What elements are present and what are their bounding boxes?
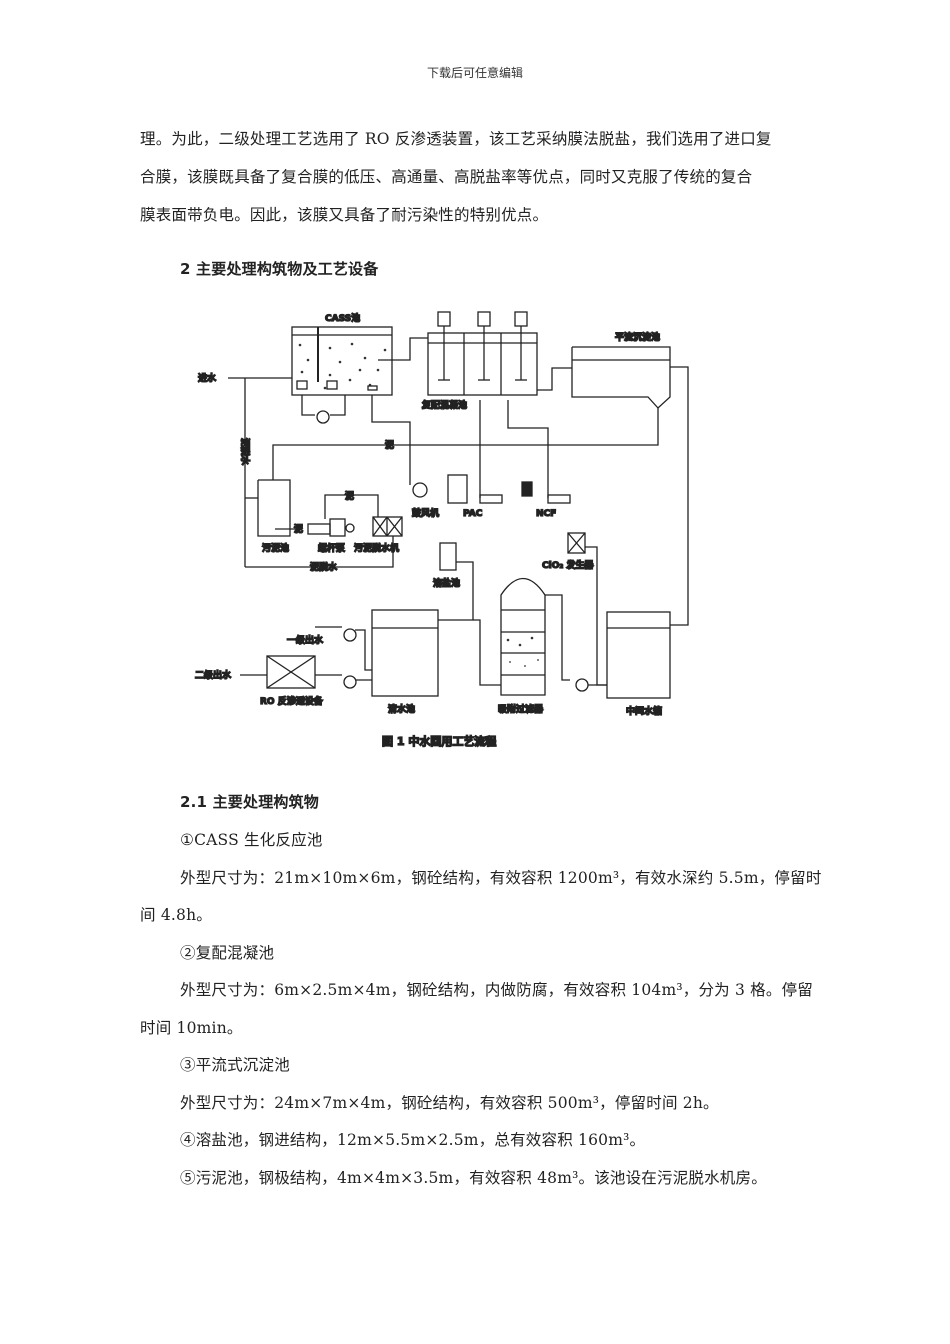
label-out1: 一级出水 [287, 634, 324, 646]
ncf-unit [521, 481, 533, 497]
label-sludge-2: 泥 [294, 523, 303, 535]
screw-pump [307, 523, 331, 535]
label-coagulation: 复配混凝池 [421, 399, 467, 411]
label-mid-tank: 中间水箱 [626, 705, 662, 717]
label-sludge: 泥 [385, 439, 394, 451]
page-header: 下载后可任意编辑 [426, 66, 523, 80]
label-ro: RO 反渗透设备 [260, 695, 324, 707]
label-out2: 二级出水 [195, 669, 232, 681]
label-dewater-machine: 污泥脱水机 [354, 542, 399, 554]
subsection-heading: 2.1 主要处理构筑物 [180, 793, 319, 811]
sedimentation-tank [571, 346, 671, 409]
process-flow-diagram: CASS池 进水 泥脱水 复配混凝池 平流沉淀池 泥 污泥池 泥 泥 螺杆泵 污… [194, 311, 689, 749]
salt-tank [439, 542, 457, 571]
item-text: 外型尺寸为：6m×2.5m×4m，钢砼结构，内做防腐，有效容积 104m³，分为… [180, 981, 813, 999]
label-salt-tank: 溶盐池 [433, 577, 460, 589]
ro-unit [266, 655, 316, 689]
item-title: ③平流式沉淀池 [180, 1056, 290, 1074]
label-dewater-water-v: 泥脱水 [239, 438, 251, 466]
item-text: 外型尺寸为：24m×7m×4m，钢砼结构，有效容积 500m³，停留时间 2h。 [180, 1094, 719, 1112]
label-sedimentation: 平流沉淀池 [615, 331, 660, 343]
label-ncf: NCF [536, 509, 556, 519]
label-pac: PAC [463, 509, 483, 519]
item-title: ②复配混凝池 [180, 944, 275, 962]
sludge-tank [257, 479, 291, 537]
blower [412, 482, 428, 498]
cass-tank [291, 326, 393, 396]
section-heading: 2 主要处理构筑物及工艺设备 [180, 260, 379, 278]
pac-tank [447, 474, 468, 504]
coagulation-tank [427, 332, 538, 396]
label-filter: 吸附过滤器 [498, 703, 544, 715]
figure-caption: 图 1 中水回用工艺流程 [382, 734, 496, 748]
label-cass: CASS池 [325, 312, 360, 324]
adsorption-filter [500, 578, 546, 696]
label-sludge-3: 泥 [345, 490, 354, 502]
intro-line: 合膜，该膜既具备了复合膜的低压、高通量、高脱盐率等优点，同时又克服了传统的复合 [140, 168, 753, 186]
intermediate-tank [606, 611, 671, 699]
label-blower: 鼓风机 [412, 507, 439, 519]
label-dewater-water-h: 泥脱水 [310, 561, 338, 573]
intro-line: 理。为此，二级处理工艺选用了 RO 反渗透装置，该工艺采纳膜法脱盐，我们选用了进… [140, 130, 772, 148]
item-text: ⑤污泥池，钢极结构，4m×4m×3.5m，有效容积 48m³。该池设在污泥脱水机… [180, 1169, 767, 1187]
intro-line: 膜表面带负电。因此，该膜又具备了耐污染性的特别优点。 [140, 206, 549, 224]
item-text: 间 4.8h。 [140, 906, 212, 924]
cass-bubbles [298, 342, 387, 390]
label-clear-tank: 清水池 [388, 703, 415, 715]
item-title: ①CASS 生化反应池 [180, 831, 323, 849]
label-inflow: 进水 [198, 372, 217, 384]
item-text: ④溶盐池，钢进结构，12m×5.5m×2.5m，总有效容积 160m³。 [180, 1131, 646, 1149]
clear-water-tank [371, 609, 439, 697]
mixer-motors [437, 311, 528, 381]
label-sludge-tank: 污泥池 [262, 542, 289, 554]
item-text: 时间 10min。 [140, 1019, 243, 1037]
label-clo2: ClO₂ 发生器 [542, 559, 594, 571]
label-screw-pump: 螺杆泵 [318, 542, 346, 554]
clo2-generator [567, 532, 586, 554]
item-text: 外型尺寸为：21m×10m×6m，钢砼结构，有效容积 1200m³，有效水深约 … [180, 869, 822, 887]
